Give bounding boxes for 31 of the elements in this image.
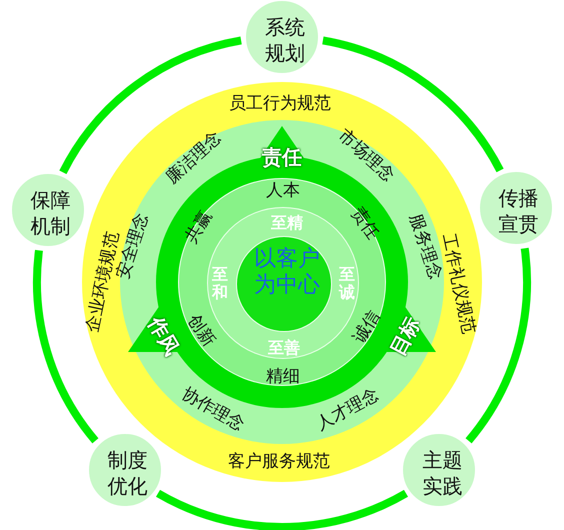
circle-label: 保障机制 [30, 187, 72, 240]
circle-label: 传播宣贯 [498, 185, 540, 238]
ring-label: 至和 [212, 266, 228, 302]
ring-label: 协作理念 [178, 384, 248, 436]
ring-arc [156, 490, 408, 530]
ring-label: 廉洁理念 [162, 128, 226, 188]
circle-label: 制度优化 [106, 446, 149, 499]
ring-label: 诚信 [350, 308, 384, 346]
ring-label: 共赢 [182, 208, 216, 246]
ring-label: 客户服务规范 [228, 452, 330, 472]
ring-label: 至精 [271, 214, 303, 232]
ring-label: 至善 [268, 339, 300, 357]
ring-label: 市场理念 [334, 126, 398, 186]
ring-label: 人本 [266, 182, 300, 200]
center-label: 以客户为中心 [253, 246, 321, 300]
ring-label: 创新 [184, 312, 218, 350]
ring-arc [33, 250, 99, 444]
ring-label: 目标 [386, 313, 424, 359]
ring-label: 作风 [144, 313, 184, 359]
ring-label: 精细 [266, 368, 300, 386]
ring-arc [59, 36, 242, 174]
ring-label: 服务理念 [406, 212, 444, 282]
ring-label: 责任 [262, 146, 302, 168]
circle-label: 主题实践 [421, 446, 464, 499]
ring-label: 至诚 [338, 266, 356, 302]
ring-arc [322, 36, 504, 172]
ring-label: 责任 [348, 204, 382, 244]
ring-arc [465, 248, 531, 444]
ring-label: 人才理念 [314, 386, 382, 434]
circle-label: 系统规划 [264, 14, 306, 66]
ring-label: 员工行为规范 [229, 94, 331, 114]
